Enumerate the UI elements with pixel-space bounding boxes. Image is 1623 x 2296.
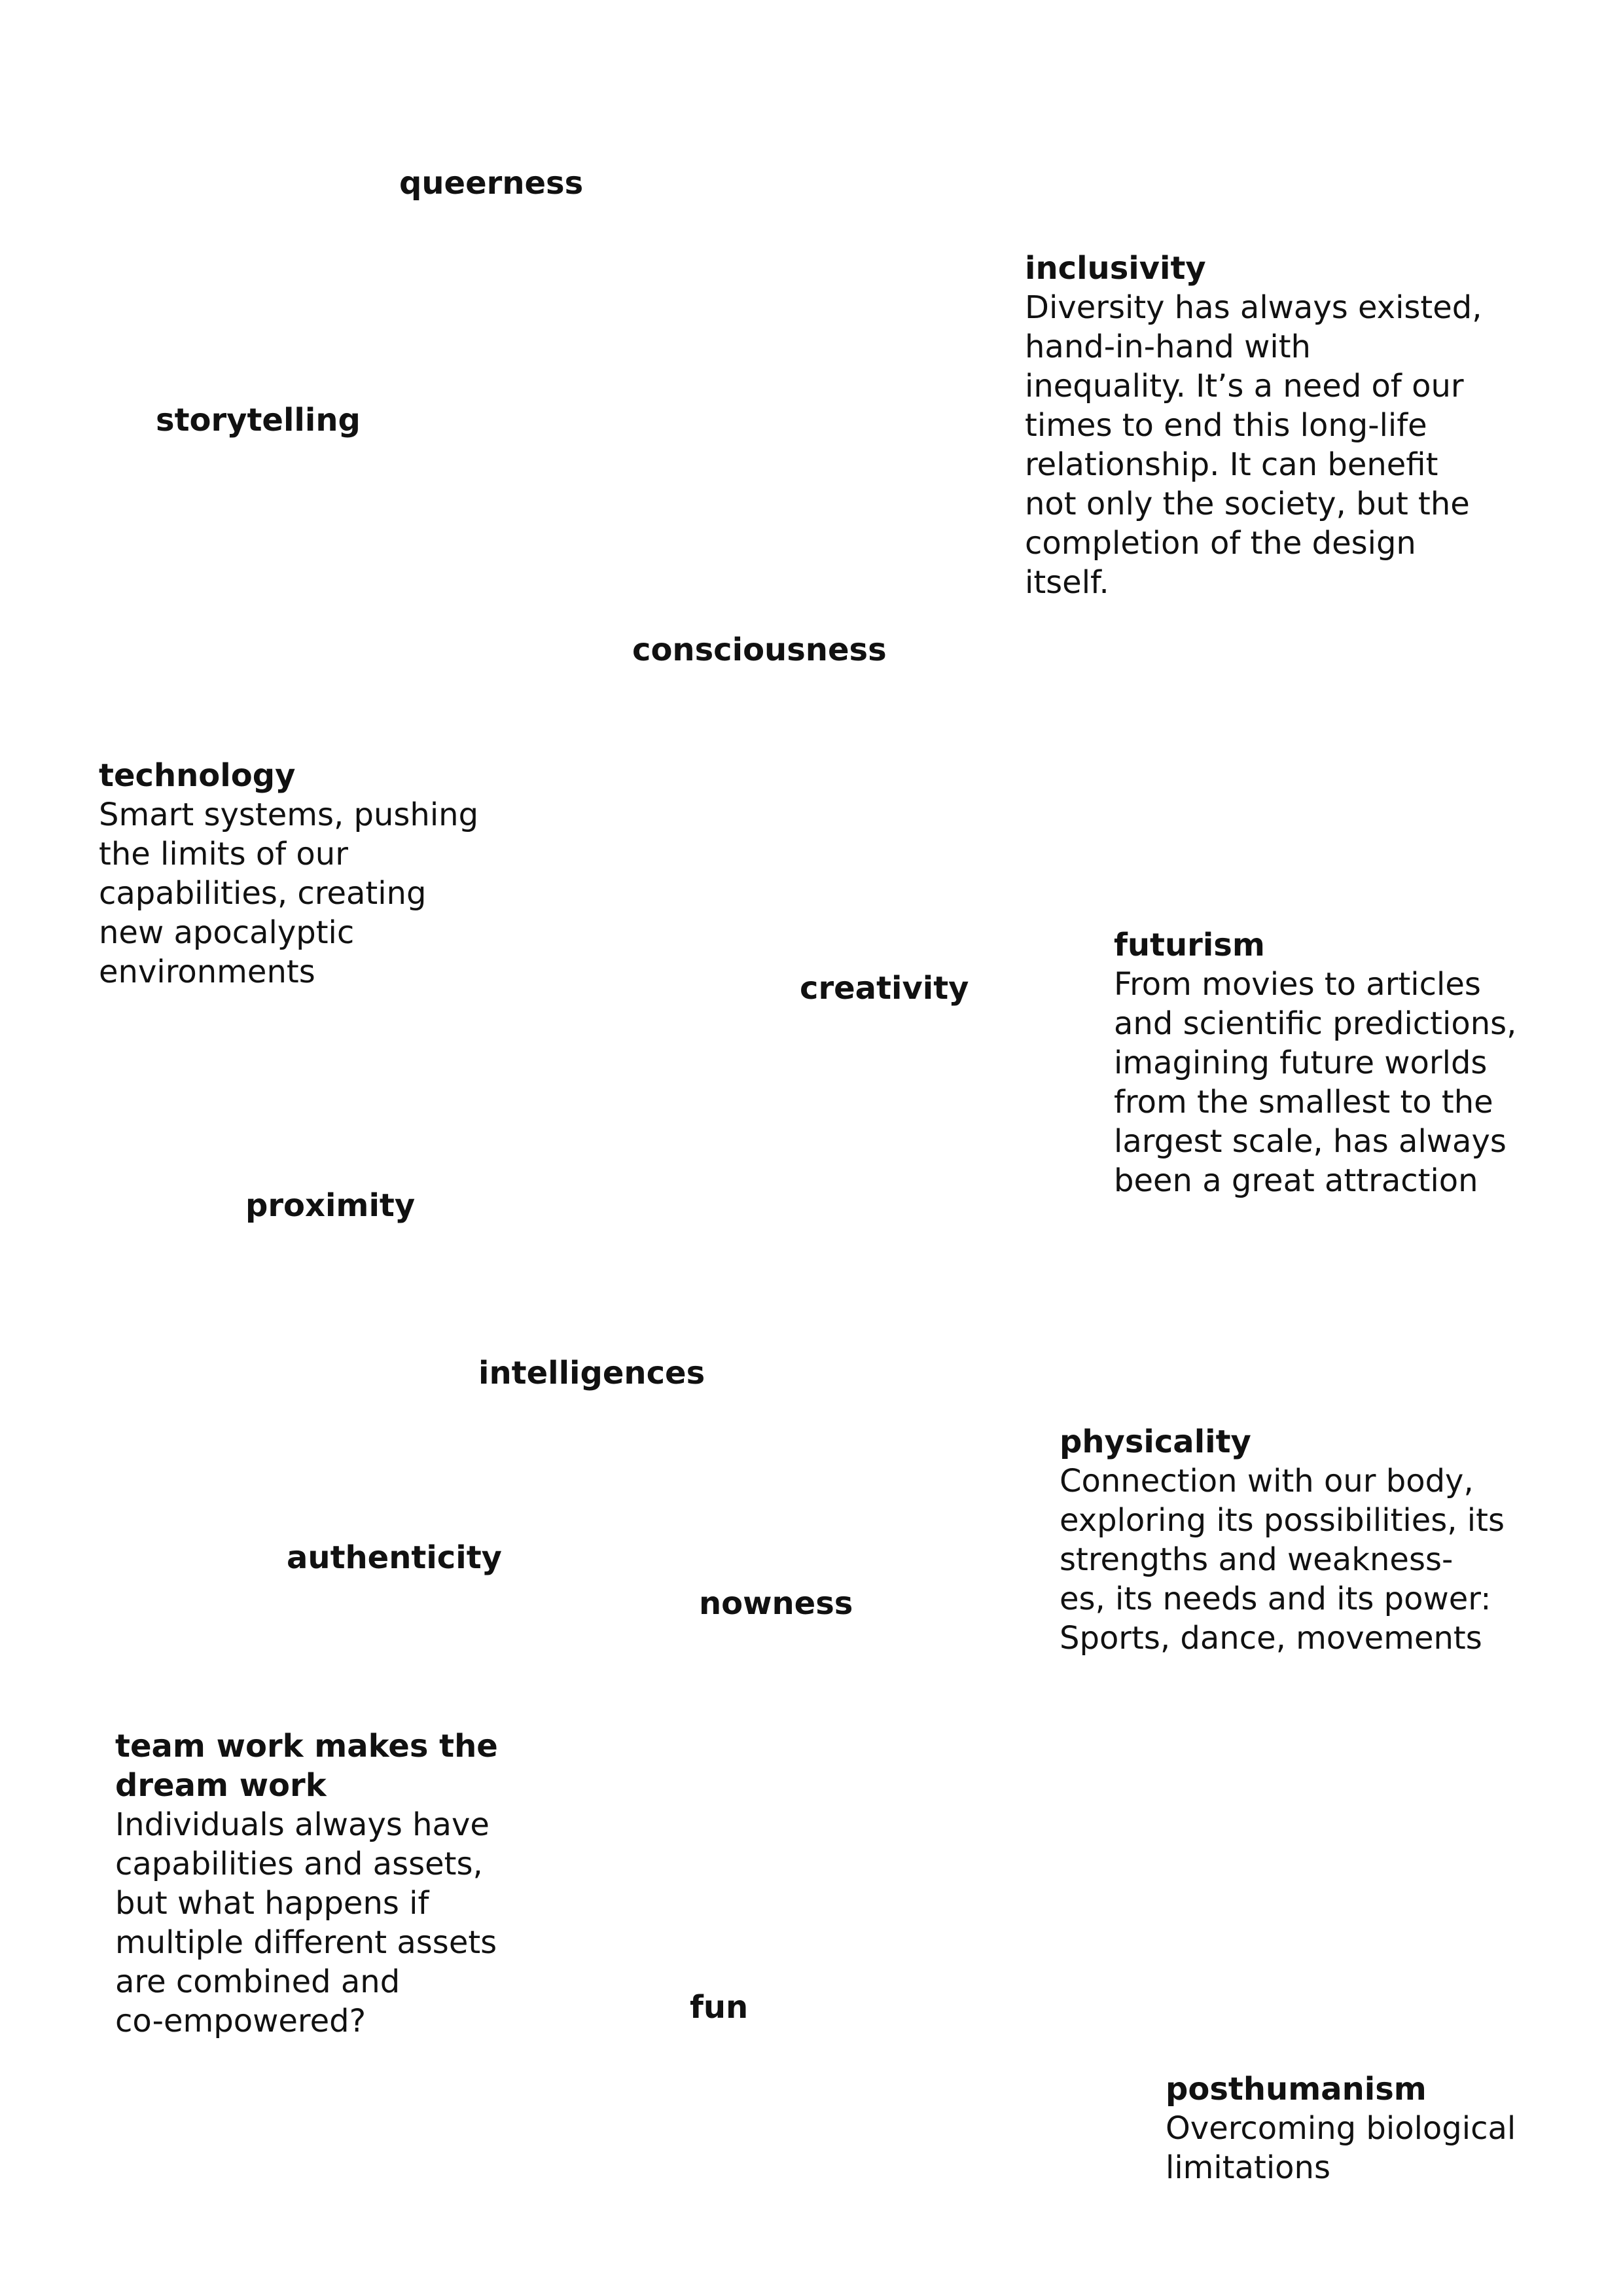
term-description-line: Connection with our body, — [1060, 1463, 1474, 1499]
term-title: storytelling — [156, 402, 361, 439]
term-fun: fun — [690, 1988, 748, 2027]
term-description-line: co-empowered? — [115, 2003, 366, 2039]
term-title: fun — [690, 1989, 749, 2026]
term-proximity: proximity — [245, 1186, 415, 1225]
term-description-line: Smart systems, pushing — [99, 797, 479, 833]
term-description-line: the limits of our — [99, 836, 348, 872]
term-description-line: times to end this long-life — [1025, 407, 1427, 444]
term-inclusivity: inclusivity Diversity has always existed… — [1025, 249, 1482, 602]
term-title: proximity — [245, 1187, 416, 1224]
term-description-line: strengths and weakness- — [1060, 1541, 1454, 1578]
term-description-line: Sports, dance, movements — [1060, 1620, 1482, 1657]
term-title: authenticity — [287, 1539, 502, 1576]
term-description-line: environments — [99, 954, 315, 990]
term-description-line: from the smallest to the — [1114, 1084, 1493, 1121]
term-title: physicality — [1060, 1424, 1251, 1460]
term-description-line: capabilities and assets, — [115, 1846, 483, 1882]
term-team-work: team work makes the dream work Individua… — [115, 1727, 498, 2041]
term-description-line: multiple different assets — [115, 1924, 497, 1961]
term-description-line: not only the society, but the — [1025, 486, 1470, 522]
term-title: creativity — [800, 970, 969, 1007]
term-storytelling: storytelling — [156, 401, 361, 440]
term-authenticity: authenticity — [287, 1538, 502, 1577]
term-title: inclusivity — [1025, 250, 1206, 287]
term-description-line: and scientific predictions, — [1114, 1005, 1517, 1042]
term-title-line: dream work — [115, 1767, 327, 1804]
term-queerness: queerness — [399, 164, 583, 203]
term-description-line: completion of the design — [1025, 525, 1416, 562]
term-physicality: physicality Connection with our body, ex… — [1060, 1422, 1505, 1658]
term-description-line: limitations — [1166, 2149, 1330, 2186]
term-description-line: Diversity has always existed, — [1025, 289, 1482, 326]
term-intelligences: intelligences — [478, 1354, 705, 1393]
term-description-line: Overcoming biological — [1166, 2110, 1516, 2147]
term-title: intelligences — [478, 1355, 705, 1391]
term-title: posthumanism — [1166, 2071, 1427, 2108]
term-description-line: es, its needs and its power: — [1060, 1581, 1491, 1617]
term-title: futurism — [1114, 927, 1265, 963]
term-description-line: inequality. It’s a need of our — [1025, 368, 1464, 404]
term-description-line: hand-in-hand with — [1025, 329, 1311, 365]
term-nowness: nowness — [699, 1584, 853, 1623]
term-title: nowness — [699, 1585, 853, 1622]
term-description-line: largest scale, has always — [1114, 1123, 1507, 1160]
term-description-line: but what happens if — [115, 1885, 429, 1922]
term-description-line: are combined and — [115, 1964, 401, 2000]
term-technology: technology Smart systems, pushing the li… — [99, 756, 478, 992]
term-description-line: new apocalyptic — [99, 914, 355, 951]
term-description-line: imagining future worlds — [1114, 1045, 1488, 1081]
term-futurism: futurism From movies to articles and sci… — [1114, 925, 1516, 1200]
term-title: technology — [99, 757, 296, 794]
term-description-line: exploring its possibilities, its — [1060, 1502, 1505, 1539]
term-posthumanism: posthumanism Overcoming biological limit… — [1166, 2070, 1516, 2187]
term-consciousness: consciousness — [632, 630, 887, 670]
term-description-line: itself. — [1025, 564, 1109, 601]
term-title-line: team work makes the — [115, 1728, 498, 1765]
term-description-line: From movies to articles — [1114, 966, 1481, 1003]
term-description-line: been a great attraction — [1114, 1162, 1478, 1199]
term-title: queerness — [399, 165, 584, 202]
term-description-line: Individuals always have — [115, 1806, 490, 1843]
term-description-line: capabilities, creating — [99, 875, 427, 912]
term-title: consciousness — [632, 632, 887, 668]
term-creativity: creativity — [800, 969, 969, 1008]
term-description-line: relationship. It can benefit — [1025, 446, 1438, 483]
